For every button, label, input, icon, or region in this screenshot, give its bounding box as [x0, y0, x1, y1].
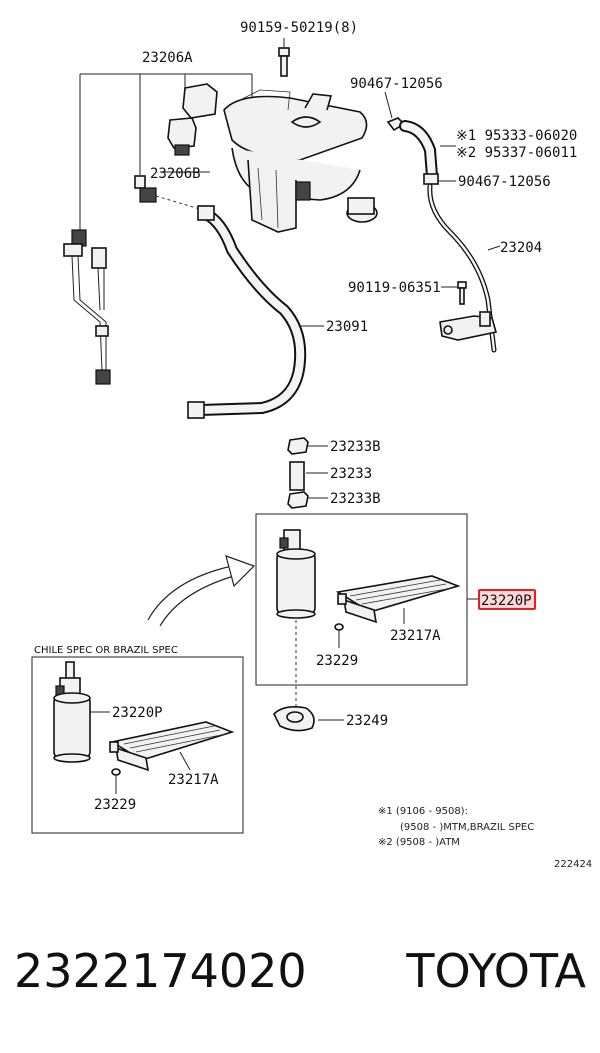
label-gasket: 23229: [316, 653, 358, 669]
clamp-lower-part: [423, 173, 456, 185]
label-chile-gasket: 23229: [94, 797, 136, 813]
chile-filter-part: [109, 721, 235, 772]
label-cushion-lower: 23233B: [330, 491, 381, 507]
chile-gasket-part: [111, 768, 121, 794]
short-hose-part: [399, 120, 438, 182]
filter-part: [335, 575, 461, 624]
label-bolt-top: 90159-50219(8): [240, 20, 358, 36]
label-pump-assy[interactable]: 23220P: [481, 593, 532, 609]
tube-bracket-part: [439, 281, 498, 341]
curved-arrow-icon: [147, 555, 256, 627]
pump-part: [276, 529, 316, 708]
label-hose-note2: ※2 95337-06011: [456, 145, 577, 161]
connector-a-part: [167, 83, 218, 156]
chile-spec-box: [31, 656, 244, 834]
gasket-part: [334, 623, 344, 648]
brand-name: TOYOTA: [406, 944, 586, 998]
retainer-part: [273, 706, 344, 732]
pump-assy-highlight: [478, 589, 536, 610]
label-connector-a: 23206A: [142, 50, 193, 66]
label-bolt-mid: 90119-06351: [348, 280, 441, 296]
connector-a-leaders: [79, 73, 253, 230]
parts-diagram: 90159-50219(8) 23206A 90467-12056: [31, 20, 592, 870]
label-hose-note1: ※1 95333-06020: [456, 128, 577, 144]
part-caption: 2322174020 TOYOTA: [14, 936, 594, 1006]
label-fuel-tube: 23204: [500, 240, 542, 256]
note-line-3: ※2 (9508 - )ATM: [378, 837, 460, 848]
label-chile-filter: 23217A: [168, 772, 219, 788]
cushion-part: [289, 461, 328, 491]
pump-bracket-assembly: [223, 89, 378, 233]
label-filter: 23217A: [390, 628, 441, 644]
label-chile-pump: 23220P: [112, 705, 163, 721]
note-line-2: (9508 - )MTM,BRAZIL SPEC: [400, 822, 534, 833]
label-chile-title: CHILE SPEC OR BRAZIL SPEC: [34, 645, 178, 656]
label-clamp-lower: 90467-12056: [458, 174, 551, 190]
label-main-hose: 23091: [326, 319, 368, 335]
connector-b-part: [134, 171, 211, 213]
label-retainer: 23249: [346, 713, 388, 729]
main-hose-part: [187, 205, 324, 419]
label-clamp-upper: 90467-12056: [350, 76, 443, 92]
cushion-lower-part: [287, 491, 328, 509]
label-cushion-upper: 23233B: [330, 439, 381, 455]
bolt-top: [278, 38, 290, 77]
part-number: 2322174020: [14, 944, 307, 998]
fuel-tube-part: [427, 183, 501, 353]
chile-pump-part: [53, 661, 110, 763]
note-line-1: ※1 (9106 - 9508):: [378, 806, 468, 817]
wire-harness-part: [63, 229, 111, 385]
label-connector-b: 23206B: [150, 166, 201, 182]
diagram-code: 222424: [554, 859, 592, 870]
cushion-upper-part: [287, 437, 328, 455]
label-cushion: 23233: [330, 466, 372, 482]
